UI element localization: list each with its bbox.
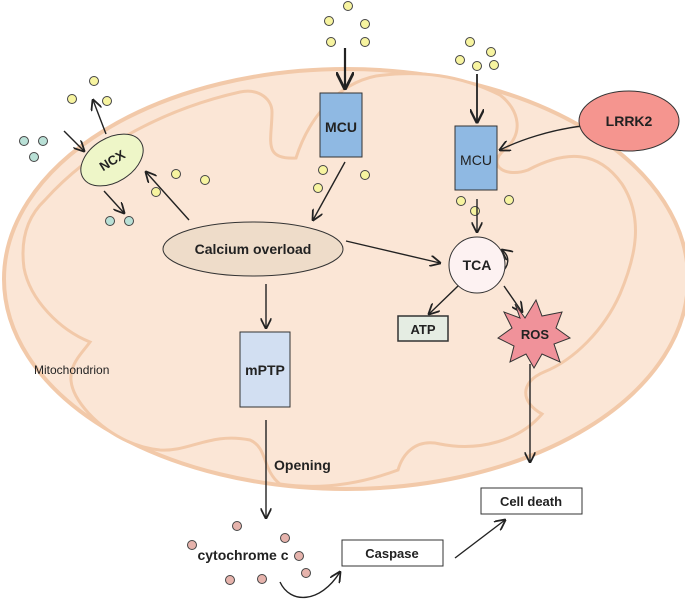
calcium-ion bbox=[465, 37, 475, 47]
cell-death-label: Cell death bbox=[500, 494, 562, 509]
sodium-ions bbox=[19, 136, 134, 226]
arrow-ncx-ca-out bbox=[93, 100, 107, 135]
calcium-ion bbox=[504, 195, 514, 205]
caspase-node: Caspase bbox=[341, 539, 444, 567]
calcium-ion bbox=[472, 61, 482, 71]
calcium-overload-label: Calcium overload bbox=[195, 241, 312, 257]
cytochrome-c-molecule bbox=[187, 540, 197, 550]
mcu-right-label: MCU bbox=[460, 152, 492, 168]
mptp-node: mPTP bbox=[239, 331, 291, 408]
calcium-ion bbox=[470, 206, 480, 216]
arrow-tca-to-ros bbox=[503, 285, 522, 312]
arrow-tca-to-atp bbox=[429, 285, 459, 314]
calcium-ion bbox=[486, 47, 496, 57]
arrow-caspase-to-cell-death bbox=[454, 520, 505, 559]
mitochondrion-label: Mitochondrion bbox=[34, 363, 109, 377]
mcu-left: MCU bbox=[319, 92, 363, 158]
mcu-left-label: MCU bbox=[325, 119, 357, 135]
calcium-ion bbox=[200, 175, 210, 185]
sodium-ion bbox=[105, 216, 115, 226]
calcium-overload-node: Calcium overload bbox=[162, 221, 344, 277]
ros-label: ROS bbox=[521, 327, 550, 342]
mptp-label: mPTP bbox=[245, 362, 285, 378]
lrrk2-label: LRRK2 bbox=[606, 113, 653, 129]
arrow-mcu-left-to-overload bbox=[313, 161, 346, 220]
sodium-ion bbox=[29, 152, 39, 162]
cell-death-node: Cell death bbox=[480, 487, 583, 515]
cytochrome-c-molecule bbox=[232, 521, 242, 531]
calcium-ion bbox=[360, 37, 370, 47]
cytochrome-c-label: cytochrome c bbox=[197, 547, 288, 563]
atp-node: ATP bbox=[397, 315, 449, 342]
ncx-node: NCX bbox=[80, 133, 144, 187]
ros-node: ROS bbox=[497, 298, 572, 370]
arrow-overload-to-ncx bbox=[146, 172, 190, 221]
mcu-right: MCU bbox=[454, 125, 498, 191]
calcium-ion bbox=[324, 16, 334, 26]
calcium-ion bbox=[455, 55, 465, 65]
caspase-label: Caspase bbox=[365, 546, 418, 561]
cytochrome-c-molecule bbox=[294, 551, 304, 561]
calcium-ion bbox=[313, 183, 323, 193]
calcium-ion bbox=[326, 37, 336, 47]
arrow-ncx-na-in bbox=[103, 190, 124, 213]
lrrk2-node: LRRK2 bbox=[578, 90, 680, 152]
sodium-ion bbox=[38, 136, 48, 146]
calcium-ions bbox=[67, 1, 514, 216]
calcium-ion bbox=[318, 165, 328, 175]
calcium-ion bbox=[151, 187, 161, 197]
arrow-overload-to-tca bbox=[345, 240, 440, 263]
calcium-ion bbox=[343, 1, 353, 11]
cytochrome-c-molecules bbox=[187, 521, 311, 585]
calcium-ion bbox=[360, 19, 370, 29]
tca-node: TCA bbox=[448, 236, 506, 294]
sodium-ion bbox=[19, 136, 29, 146]
tca-label: TCA bbox=[463, 257, 492, 273]
atp-label: ATP bbox=[410, 322, 435, 337]
arrows bbox=[63, 48, 583, 598]
arrow-cytochrome-to-caspase bbox=[279, 572, 340, 598]
calcium-ion bbox=[89, 76, 99, 86]
calcium-ion bbox=[489, 60, 499, 70]
calcium-ion bbox=[456, 196, 466, 206]
cytochrome-c-molecule bbox=[225, 575, 235, 585]
calcium-ion bbox=[360, 170, 370, 180]
opening-label: Opening bbox=[274, 457, 331, 473]
sodium-ion bbox=[124, 216, 134, 226]
cytochrome-c-molecule bbox=[280, 533, 290, 543]
arrow-lrrk2-to-mcu bbox=[500, 125, 583, 150]
calcium-ion bbox=[171, 169, 181, 179]
calcium-ion bbox=[67, 94, 77, 104]
cytochrome-c-molecule bbox=[301, 568, 311, 578]
calcium-ion bbox=[102, 96, 112, 106]
arrow-ca-into-ncx bbox=[63, 130, 84, 151]
cytochrome-c-molecule bbox=[257, 574, 267, 584]
